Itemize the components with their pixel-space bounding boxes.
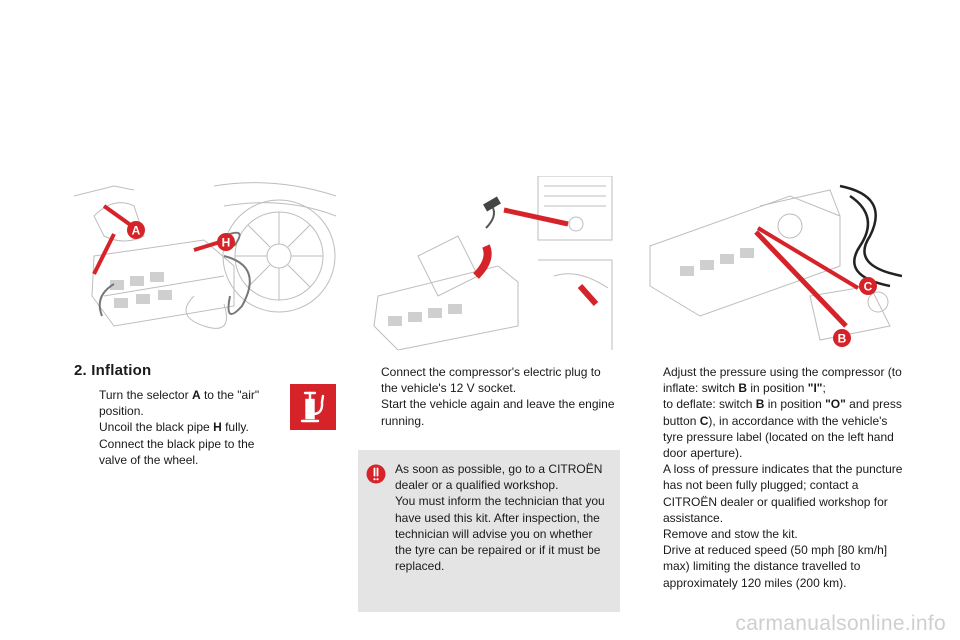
callout-c: C [864,280,873,294]
callout-h: H [222,236,231,250]
list-item: Adjust the pressure using the compressor… [663,365,903,525]
list-item: Connect the black pipe to the valve of t… [99,436,255,467]
list-item: Remove and stow the kit. [663,527,798,542]
list-item: Uncoil the black pipe H fully. [99,420,249,435]
warning-text: As soon as possible, go to a CITROËN dea… [395,462,605,574]
figure-compressor-switch: C B [640,176,902,350]
figure-compressor-socket [358,176,620,350]
column2-list: Connect the compressor's electric plug t… [358,364,618,429]
figure-compressor-wheel: A H [74,176,336,350]
callout-b: B [838,332,847,346]
section-title: 2. Inflation [74,362,152,379]
warning-note: As soon as possible, go to a CITROËN dea… [358,450,620,612]
pump-icon [290,384,336,430]
column3-list: Adjust the pressure using the compressor… [640,364,910,591]
warning-icon [366,464,386,484]
list-item: Turn the selector A to the "air" positio… [99,388,260,419]
list-item: Connect the compressor's electric plug t… [381,365,601,396]
list-item: Start the vehicle again and leave the en… [381,397,615,428]
watermark: carmanualsonline.info [735,612,946,635]
column1-list: Turn the selector A to the "air" positio… [76,387,276,468]
list-item: Drive at reduced speed (50 mph [80 km/h]… [663,543,888,590]
callout-a: A [132,224,141,238]
